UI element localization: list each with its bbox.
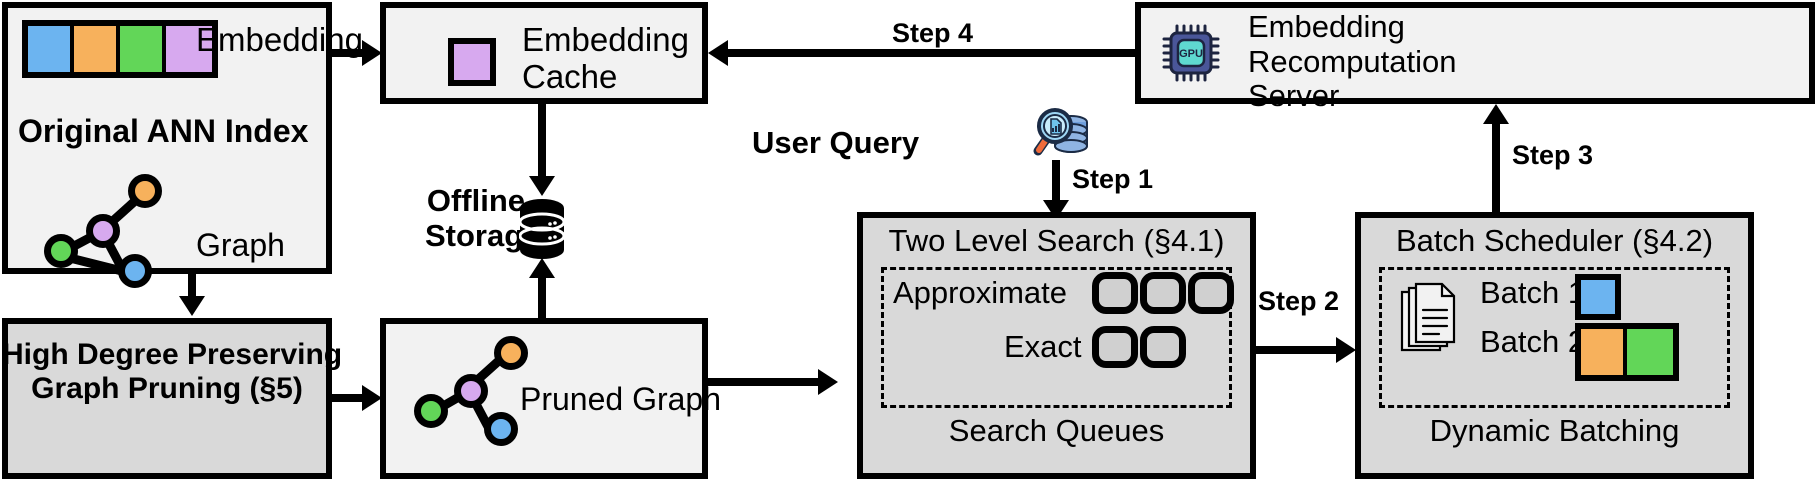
- database-cylinder-icon: [518, 198, 566, 260]
- embedding-cache-title: Embedding Cache: [522, 21, 689, 95]
- pruned-node-green: [414, 394, 448, 428]
- exact-row-label: Exact: [1004, 329, 1082, 364]
- magnifier-database-icon: [1030, 100, 1094, 164]
- arrow-index-to-cache-head: [362, 40, 382, 66]
- recomputation-server-title: Embedding Recomputation Server: [1248, 9, 1457, 114]
- step4-arrow-head: [708, 40, 728, 66]
- approximate-queue-cell-3: [1188, 272, 1234, 314]
- step2-label: Step 2: [1258, 286, 1340, 316]
- batch-2-swatch-orange: [1581, 329, 1627, 375]
- embedding-swatch-green: [120, 26, 166, 72]
- dynamic-batching-dashed-region: [1379, 267, 1730, 408]
- arrow-index-to-pruning-head: [179, 296, 205, 316]
- step1-label: Step 1: [1072, 164, 1154, 194]
- two-level-search-panel: [857, 212, 1256, 479]
- search-queues-footer: Search Queues: [948, 413, 1165, 448]
- dynamic-batching-footer: Dynamic Batching: [1429, 413, 1680, 448]
- svg-text:GPU: GPU: [1179, 48, 1203, 60]
- documents-stack-icon: [1398, 282, 1460, 358]
- batch-1-label: Batch 1: [1480, 275, 1586, 310]
- pruned-node-purple: [454, 374, 488, 408]
- embedding-cache-panel: [380, 2, 708, 104]
- step2-arrow-head: [1336, 337, 1356, 363]
- two-level-search-title: Two Level Search (§4.1): [888, 223, 1225, 258]
- arrow-cache-to-storage-head: [529, 176, 555, 196]
- arrow-index-to-cache-line: [332, 49, 364, 57]
- graph-pruning-panel: [2, 318, 332, 479]
- exact-queue-cell-1: [1092, 326, 1138, 368]
- graph-node-blue: [118, 254, 152, 288]
- approximate-queue-cell-1: [1092, 272, 1138, 314]
- arrow-pruned-to-search-line: [708, 378, 820, 386]
- pruned-node-orange: [494, 336, 528, 370]
- gpu-chip-icon: GPU: [1160, 22, 1222, 84]
- graph-label: Graph: [196, 227, 285, 263]
- arrow-pruning-to-pruned-head: [362, 385, 382, 411]
- graph-node-purple: [86, 214, 120, 248]
- exact-queue-cell-2: [1140, 326, 1186, 368]
- arrow-cache-to-storage-line: [538, 104, 546, 180]
- step3-arrow-line: [1492, 120, 1500, 212]
- batch-2-swatch-strip: [1575, 323, 1679, 381]
- pruned-graph-label: Pruned Graph: [520, 381, 722, 417]
- embedding-swatch-purple: [166, 26, 212, 72]
- graph-node-orange: [128, 174, 162, 208]
- pruned-graph-nodes: [410, 336, 550, 446]
- step4-label: Step 4: [892, 18, 974, 48]
- embedding-swatch-orange: [74, 26, 120, 72]
- arrow-pruning-to-pruned-line: [332, 394, 364, 402]
- step3-label: Step 3: [1512, 140, 1594, 170]
- batch-2-label: Batch 2: [1480, 324, 1586, 359]
- step4-arrow-line: [726, 49, 1135, 57]
- recomputation-server-panel: [1135, 2, 1815, 104]
- batch-2-swatch-green: [1627, 329, 1673, 375]
- embedding-swatch-blue: [28, 26, 74, 72]
- arrow-pruned-to-search-head: [818, 369, 838, 395]
- arrow-pruned-to-storage-line: [538, 274, 546, 320]
- batch-1-swatch-blue: [1575, 274, 1621, 320]
- step1-arrow-line: [1052, 160, 1060, 204]
- graph-node-green: [44, 234, 78, 268]
- offline-storage-label: Offline Storage: [425, 183, 541, 253]
- step3-arrow-head: [1483, 104, 1509, 124]
- embedding-cache-swatch-icon: [448, 38, 496, 86]
- embedding-swatch-strip: [22, 20, 218, 78]
- arrow-pruned-to-storage-head: [529, 258, 555, 278]
- original-index-graph: [40, 172, 180, 288]
- search-queues-dashed-region: [881, 267, 1232, 408]
- graph-pruning-title: High Degree Preserving Graph Pruning (§5…: [2, 338, 343, 405]
- approximate-queue-cell-2: [1140, 272, 1186, 314]
- original-ann-index-title: Original ANN Index: [18, 113, 309, 149]
- arrow-index-to-pruning-line: [188, 274, 196, 300]
- user-query-label: User Query: [752, 125, 920, 160]
- step2-arrow-line: [1256, 346, 1338, 354]
- approximate-row-label: Approximate: [893, 275, 1068, 310]
- batch-scheduler-title: Batch Scheduler (§4.2): [1395, 223, 1714, 258]
- pruned-node-blue: [484, 412, 518, 446]
